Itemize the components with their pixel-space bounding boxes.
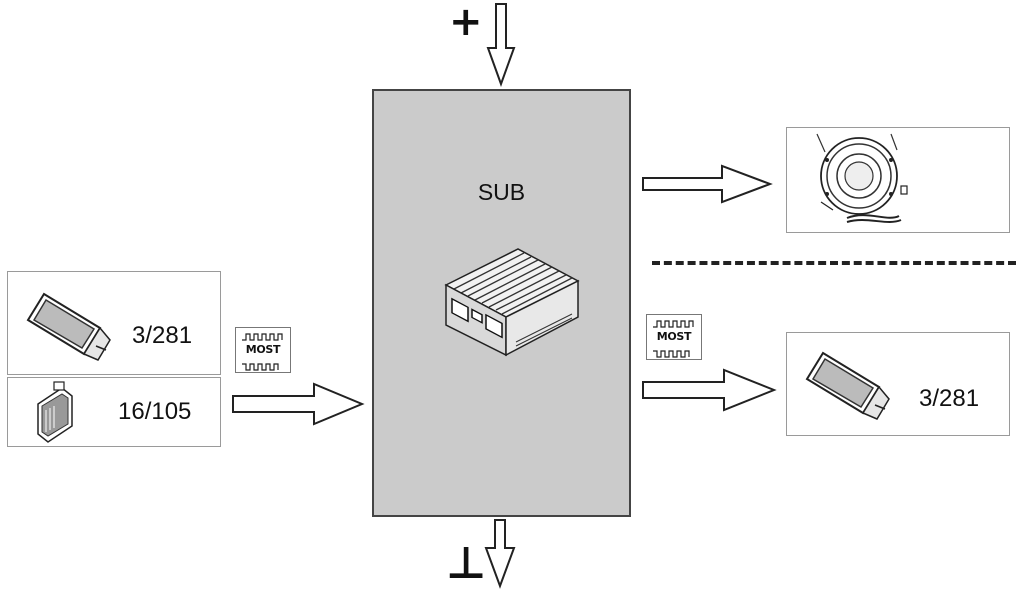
most-bus-tag-output: MOST [646, 314, 702, 360]
power-in-arrow [486, 3, 516, 87]
ground-symbol: ⊥ [446, 538, 487, 589]
speaker-output-arrow [642, 164, 773, 204]
most-bus-tag-input: MOST [235, 327, 291, 373]
sub-module-block: SUB [372, 89, 631, 517]
input-arrow [232, 382, 365, 426]
output-box-subwoofer [786, 127, 1010, 233]
control-unit-icon [37, 381, 73, 443]
subwoofer-speaker-icon [816, 133, 908, 223]
display-output-arrow [642, 368, 777, 412]
input-box-display: 3/281 [7, 271, 221, 375]
wave-icon [242, 333, 283, 371]
display-panel-icon [26, 292, 111, 361]
input-code-control-unit: 16/105 [118, 398, 192, 425]
input-code-display: 3/281 [132, 322, 193, 349]
sub-module-label: SUB [477, 179, 526, 205]
input-box-control-unit: 16/105 [7, 377, 221, 447]
wave-icon [653, 320, 694, 358]
output-box-display: 3/281 [786, 332, 1010, 436]
separator-dashed-line [652, 261, 1016, 265]
ground-out-arrow [484, 519, 516, 589]
display-panel-icon [805, 351, 890, 420]
plus-symbol: + [449, 0, 483, 45]
most-label: MOST [245, 343, 281, 356]
output-code-display: 3/281 [919, 385, 980, 412]
most-label: MOST [656, 330, 692, 343]
amplifier-unit-icon [444, 248, 580, 357]
